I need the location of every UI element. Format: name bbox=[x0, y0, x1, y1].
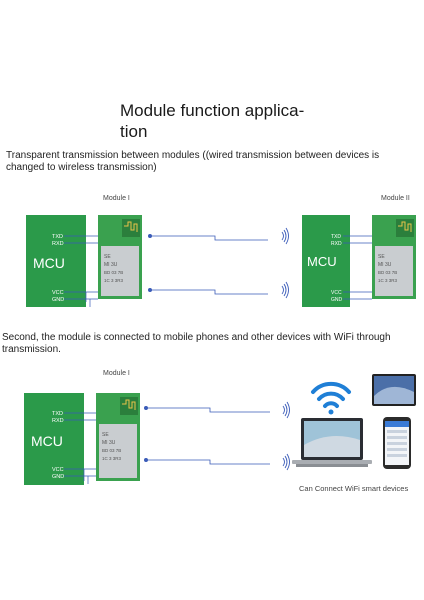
module-3-label: Module I bbox=[103, 370, 130, 377]
pin-rxd: RXD bbox=[52, 241, 64, 247]
svg-text:1C 3 3R3: 1C 3 3R3 bbox=[378, 278, 398, 283]
module-1-label: Module I bbox=[103, 195, 130, 202]
wifi-icon bbox=[311, 381, 351, 415]
svg-text:TXD: TXD bbox=[52, 411, 63, 417]
mcu-label: MCU bbox=[33, 255, 65, 271]
wifi-devices-caption: Can Connect WiFi smart devices bbox=[299, 484, 409, 493]
wired-connections-left bbox=[64, 235, 98, 307]
wireless-links-row1 bbox=[147, 233, 268, 295]
svg-text:BD 03 7B: BD 03 7B bbox=[378, 270, 397, 275]
wifi-module-bottom: SE MI 3U BD 03 7B 1C 3 3R3 bbox=[96, 393, 140, 481]
svg-text:MI 3U: MI 3U bbox=[378, 262, 392, 268]
svg-text:RXD: RXD bbox=[331, 241, 342, 247]
svg-text:SE: SE bbox=[102, 432, 109, 438]
svg-text:TXD: TXD bbox=[331, 234, 341, 240]
svg-text:BD 03 7B: BD 03 7B bbox=[102, 448, 121, 453]
wireless-links-row2 bbox=[143, 405, 270, 465]
wifi-module-right: SE MI 3U BD 03 7B 1C 3 3R3 bbox=[372, 215, 416, 299]
wifi-module-left: SE MI 3U BD 03 7B 1C 3 3R3 bbox=[98, 215, 142, 299]
svg-text:MI 3U: MI 3U bbox=[102, 440, 116, 446]
svg-text:VCC: VCC bbox=[331, 290, 342, 296]
svg-text:MCU: MCU bbox=[31, 433, 63, 449]
laptop-icon bbox=[292, 418, 372, 467]
svg-text:GND: GND bbox=[52, 474, 64, 480]
svg-text:RXD: RXD bbox=[52, 418, 64, 424]
svg-text:BD 03 7B: BD 03 7B bbox=[104, 270, 123, 275]
svg-text:MCU: MCU bbox=[307, 254, 337, 269]
svg-text:1C 3 3R3: 1C 3 3R3 bbox=[104, 278, 124, 283]
mcu-board-bottom: MCU TXD RXD VCC GND bbox=[24, 393, 84, 485]
section2-description: Second, the module is connected to mobil… bbox=[2, 332, 391, 355]
phone-icon bbox=[383, 417, 411, 469]
page-title: Module function applica- tion bbox=[120, 101, 305, 141]
svg-text:SE: SE bbox=[378, 254, 385, 260]
section1-description: Transparent transmission between modules… bbox=[6, 150, 380, 173]
mcu-board-left: MCU TXD RXD VCC GND bbox=[26, 215, 86, 307]
module-2-label: Module II bbox=[381, 195, 410, 202]
mcu-board-right: MCU TXD RXD VCC GND bbox=[302, 215, 350, 307]
svg-text:VCC: VCC bbox=[52, 467, 64, 473]
pin-gnd: GND bbox=[52, 297, 64, 303]
tablet-icon bbox=[372, 374, 416, 406]
pin-txd: TXD bbox=[52, 234, 63, 240]
svg-text:SE: SE bbox=[104, 254, 111, 260]
svg-text:GND: GND bbox=[331, 297, 343, 303]
svg-text:MI 3U: MI 3U bbox=[104, 262, 118, 268]
svg-text:1C 3 3R3: 1C 3 3R3 bbox=[102, 456, 122, 461]
pin-vcc: VCC bbox=[52, 290, 64, 296]
